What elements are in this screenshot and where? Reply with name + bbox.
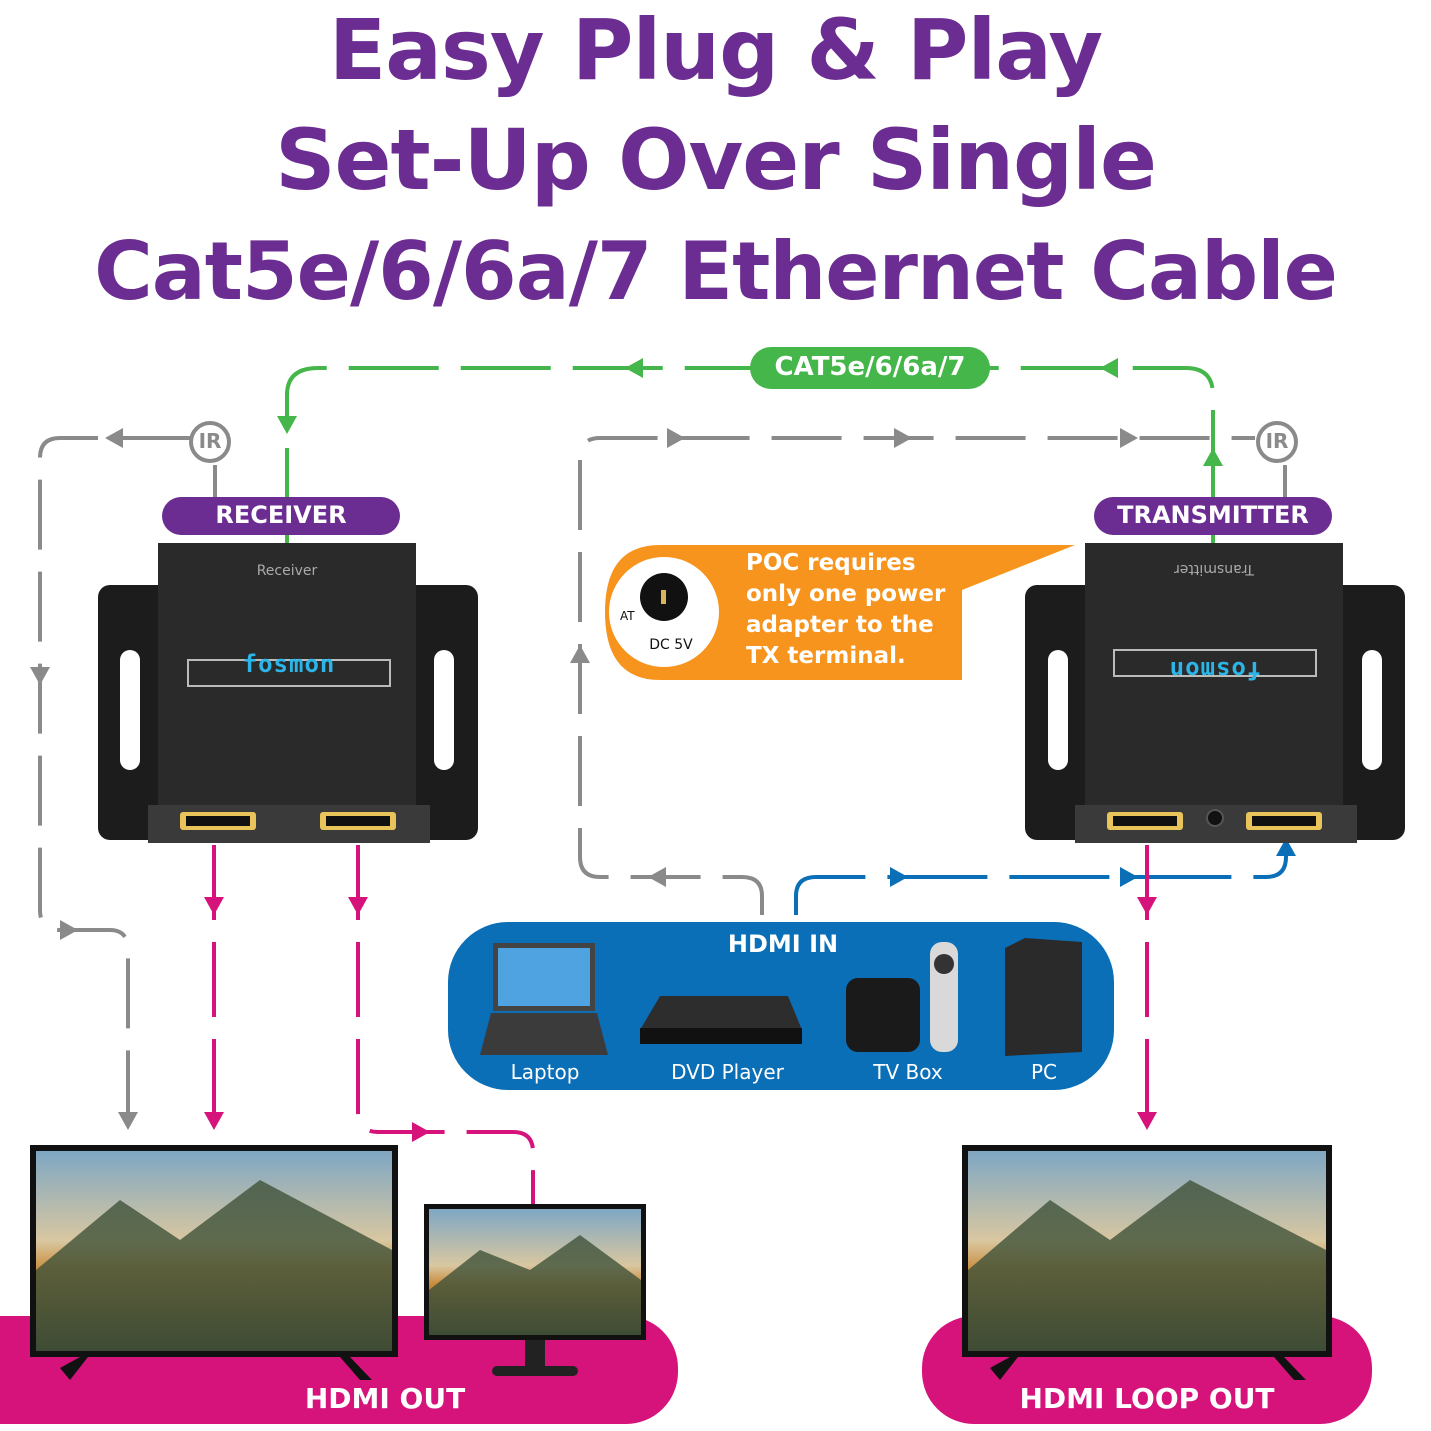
transmitter-device (1025, 543, 1405, 843)
mount-slot (434, 650, 454, 770)
transmitter-brand-logo: fosmon (1168, 656, 1262, 684)
hdmi-out-label: HDMI OUT (304, 1382, 466, 1415)
cable-badge (750, 347, 990, 389)
source-label-tv-box: TV Box (873, 1060, 943, 1084)
ir-badge-left (189, 421, 231, 463)
dc-jack-side-label: AT (620, 609, 635, 623)
title-line-1: Easy Plug & Play (328, 1, 1103, 99)
mount-slot (1362, 650, 1382, 770)
receiver-badge (162, 497, 400, 535)
receiver-brand-logo: fosmon (242, 650, 336, 678)
transmitter-device-text: Transmitter (1174, 561, 1254, 577)
cable-line (285, 366, 1215, 500)
hdmi-out-arrows (204, 897, 1157, 1142)
source-label-dvd-player: DVD Player (671, 1060, 784, 1084)
tv-right (962, 1145, 1332, 1380)
poc-note-text: POC requires only one power adapter to t… (746, 548, 966, 672)
hdmi-in-title: HDMI IN (727, 930, 839, 958)
laptop-icon (480, 943, 608, 1055)
hdmi-in-arrows (890, 838, 1296, 887)
poc-line: TX terminal. (746, 643, 906, 669)
ir-label-right: IR (1265, 429, 1289, 453)
hdmi-in-lines (794, 848, 1288, 915)
source-label-laptop: Laptop (510, 1060, 580, 1084)
title-line-2: Set-Up Over Single (275, 111, 1157, 209)
receiver-device (98, 543, 478, 843)
source-label-pc: PC (1030, 1060, 1058, 1084)
transmitter-badge (1094, 497, 1332, 535)
hdmi-out-lines (212, 845, 1149, 1210)
receiver-badge-label: RECEIVER (215, 501, 347, 529)
poc-line: only one power (746, 581, 946, 607)
receiver-device-text: Receiver (256, 563, 318, 579)
mount-slot (1048, 650, 1068, 770)
cable-label: CAT5e/6/6a/7 (774, 352, 966, 382)
hdmi-loop-out-label: HDMI LOOP OUT (1019, 1382, 1275, 1415)
dc-jack-label: DC 5V (649, 637, 693, 653)
mount-slot (120, 650, 140, 770)
ir-badge-right (1256, 421, 1298, 463)
ir-label-left: IR (198, 429, 222, 453)
pc-icon (1005, 938, 1082, 1056)
monitor (424, 1204, 646, 1376)
poc-line: adapter to the (746, 612, 934, 638)
tv-box-icon (846, 942, 958, 1052)
transmitter-badge-label: TRANSMITTER (1117, 501, 1309, 529)
poc-callout (605, 545, 1075, 680)
hdmi-in-panel (448, 922, 1114, 1090)
dvd-player-icon (640, 996, 802, 1044)
title-line-3: Cat5e/6/6a/7 Ethernet Cable (94, 225, 1338, 318)
poc-line: POC requires (746, 550, 916, 576)
ir-arrows (30, 428, 1138, 1130)
tv-left (30, 1145, 398, 1380)
cable-arrows (277, 358, 1223, 466)
